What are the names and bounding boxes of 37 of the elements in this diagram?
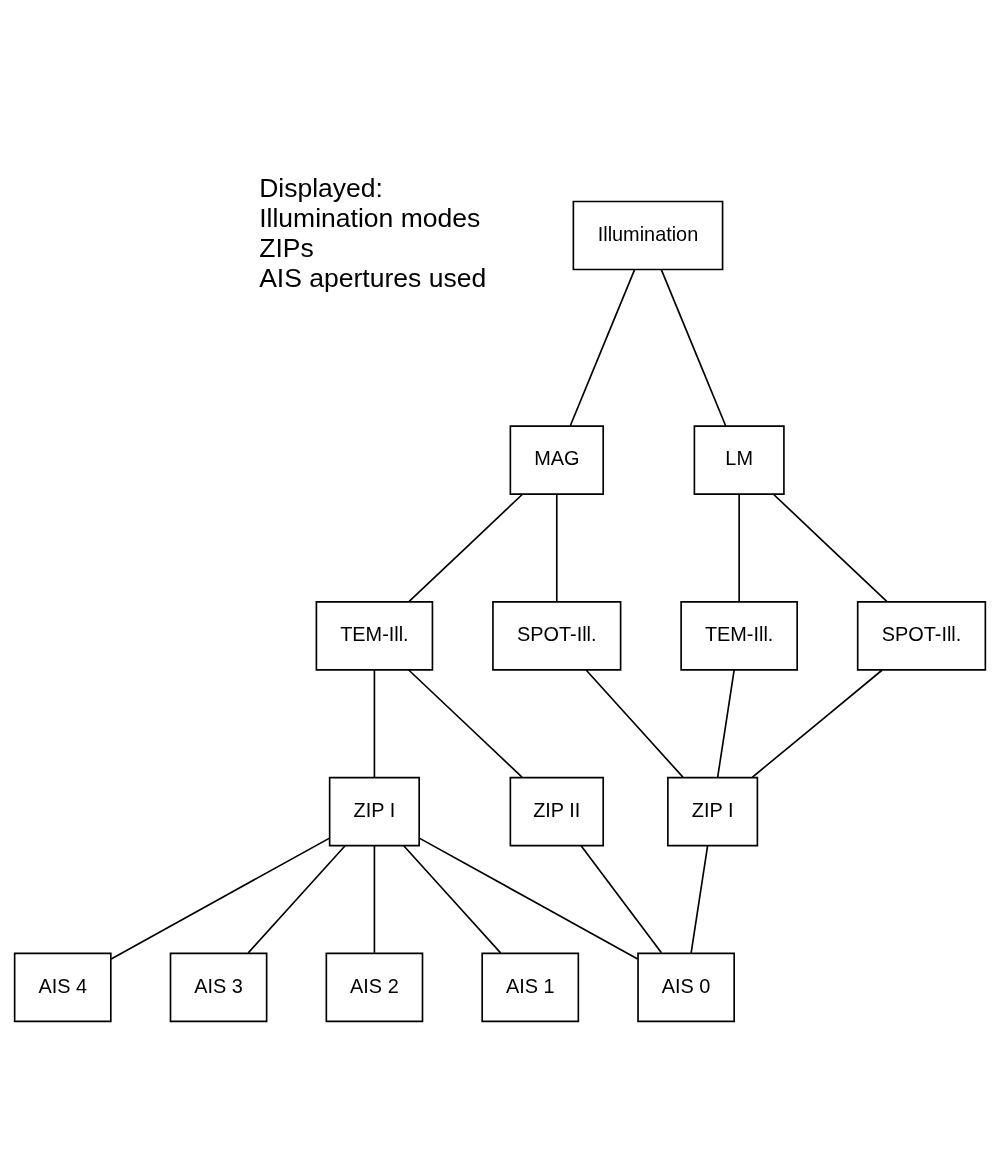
node-box: AIS 3 [169,952,268,1022]
connector [580,844,663,954]
node-box: TEM-Ill. [680,600,798,671]
node-box: TEM-Ill. [315,600,434,671]
connector [555,492,558,602]
node-box: ZIP I [667,776,759,846]
connector [418,837,639,960]
connector [585,668,684,778]
node-box: SPOT-Ill. [856,600,987,671]
connector [110,837,330,960]
node-box: SPOT-Ill. [492,600,622,671]
connector [407,668,523,778]
node-box: ZIP II [509,776,605,846]
label: Illumination modes [259,202,481,233]
connector [247,844,346,954]
node-box: AIS 4 [13,952,112,1022]
connector [772,492,888,602]
connector [716,668,735,778]
label: ZIPs [259,232,314,263]
connector [738,492,740,602]
connector [660,268,727,427]
connector [751,668,884,778]
connector [373,844,376,954]
node-box: AIS 0 [637,952,735,1022]
connector [402,844,502,954]
connector [690,844,709,954]
node-box: Illumination [572,200,724,270]
node-box: MAG [509,424,605,495]
node-box: AIS 2 [325,952,424,1022]
connector [373,668,376,778]
node-box: AIS 1 [481,952,580,1022]
node-box: ZIP I [328,776,420,846]
connector [569,268,636,427]
label: Displayed: [259,172,383,203]
label: AIS apertures used [259,262,487,293]
connector [408,492,524,602]
node-box: LM [693,424,785,495]
